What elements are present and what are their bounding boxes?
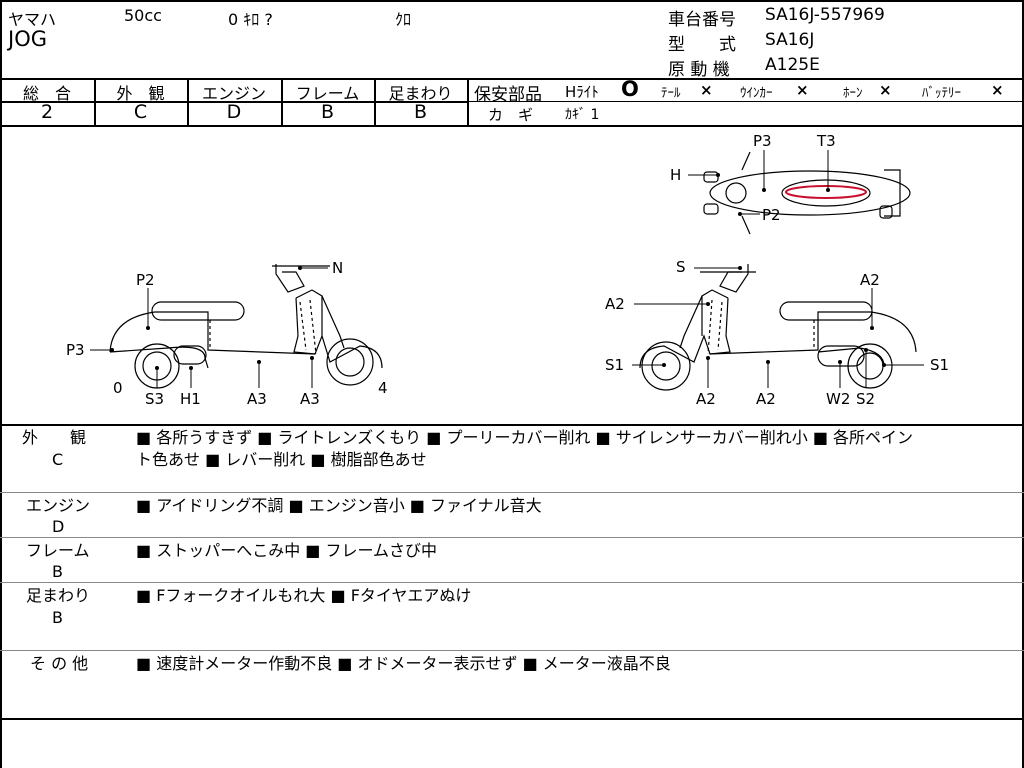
frame-grade: B [320, 101, 335, 123]
grade-table-mid [0, 101, 468, 103]
displacement: 50cc [124, 6, 162, 25]
note-frame-text: ■ ストッパーへこみ中 ■ フレームさび中 [136, 541, 438, 560]
mileage: 0 ｷﾛ ? [228, 10, 273, 29]
frame-number-label: 車台番号 [668, 10, 736, 30]
grade-table-top [0, 78, 1024, 80]
note-exterior-grade: C [52, 450, 64, 469]
exterior-label: 外 観 [116, 84, 165, 103]
border-left [0, 0, 2, 768]
label-a3-1: A3 [247, 390, 267, 408]
label-w2: W2 [826, 390, 850, 408]
overall-label: 総 合 [22, 84, 71, 103]
exterior-grade: C [133, 101, 148, 123]
scooter-left-view [109, 264, 383, 389]
label-s1-left: S1 [605, 356, 624, 374]
grade-table-bottom [0, 125, 1024, 127]
notes-divider-2 [0, 537, 1024, 538]
color: ｸﾛ [395, 10, 412, 29]
key-label: カ ギ [488, 106, 534, 124]
battery-label: ﾊﾞｯﾃﾘｰ [922, 86, 961, 101]
engine-grade: D [226, 101, 242, 123]
note-engine-grade: D [52, 517, 65, 536]
tail-label: ﾃｰﾙ [661, 86, 681, 101]
frame-number: SA16J-557969 [765, 5, 885, 25]
notes-top [0, 424, 1024, 426]
headlight-mark: O [621, 77, 639, 101]
horn-mark: × [879, 81, 892, 99]
horn-label: ﾎｰﾝ [843, 86, 863, 101]
note-exterior-label: 外 観 [22, 428, 87, 447]
label-t3: T3 [816, 132, 836, 150]
note-suspension-label: 足まわり [26, 586, 91, 605]
label-s2: S2 [856, 390, 875, 408]
damage-diagram: N P2 P3 0 S3 H1 A3 A3 4 S A2 A2 S1 S1 A2… [66, 132, 949, 408]
border-right [1022, 0, 1024, 768]
note-exterior-text-cont: ト色あせ ■ レバー削れ ■ 樹脂部色あせ [136, 450, 427, 469]
winker-mark: × [796, 81, 809, 99]
note-engine-label: エンジン [26, 496, 91, 515]
note-frame-grade: B [52, 562, 63, 581]
grade-divider-4 [374, 78, 376, 126]
model-name: JOG [8, 27, 47, 51]
label-a2-top: A2 [860, 271, 880, 289]
note-suspension-text: ■ Fフォークオイルもれ大 ■ Fタイヤエアぬけ [136, 586, 472, 605]
grade-divider-3 [281, 78, 283, 126]
label-a2-left: A2 [605, 295, 625, 313]
label-a2-bottom-1: A2 [696, 390, 716, 408]
tail-mark: × [700, 81, 713, 99]
type-value: SA16J [765, 30, 815, 50]
note-other-label: そ の 他 [30, 654, 89, 673]
engine-model-label: 原 動 機 [668, 60, 730, 80]
label-p2-top: P2 [762, 206, 781, 224]
grade-divider-2 [187, 78, 189, 126]
label-p2-left: P2 [136, 271, 155, 289]
note-engine-text: ■ アイドリング不調 ■ エンジン音小 ■ ファイナル音大 [136, 496, 542, 515]
border-top [0, 0, 1024, 2]
label-s1-right: S1 [930, 356, 949, 374]
grade-divider-5 [467, 78, 469, 126]
battery-mark: × [991, 81, 1004, 99]
notes-divider-3 [0, 582, 1024, 583]
notes-divider-5 [0, 718, 1024, 720]
label-p3-left: P3 [66, 341, 85, 359]
maker: ヤマハ [8, 10, 57, 29]
safety-row-divider [468, 101, 1024, 102]
type-label: 型 式 [668, 35, 736, 55]
label-p3-top: P3 [753, 132, 772, 150]
key-value: ｶｷﾞ 1 [565, 107, 600, 123]
suspension-label: 足まわり [388, 84, 453, 103]
label-a2-bottom-2: A2 [756, 390, 776, 408]
label-n: N [332, 259, 343, 277]
engine-label: エンジン [201, 84, 266, 103]
frame-label: フレーム [295, 84, 360, 103]
grade-divider-1 [94, 78, 96, 126]
note-exterior-text: ■ 各所うすきず ■ ライトレンズくもり ■ プーリーカバー削れ ■ サイレンサ… [136, 428, 914, 447]
label-s: S [676, 258, 686, 276]
note-other-text: ■ 速度計メーター作動不良 ■ オドメーター表示せず ■ メーター液晶不良 [136, 654, 671, 673]
label-zero: 0 [113, 379, 123, 397]
label-s3: S3 [145, 390, 164, 408]
label-a3-2: A3 [300, 390, 320, 408]
safety-parts-label: 保安部品 [474, 85, 542, 105]
label-h1: H1 [180, 390, 201, 408]
winker-label: ｳｲﾝｶｰ [740, 86, 773, 101]
note-suspension-grade: B [52, 608, 63, 627]
overall-grade: 2 [40, 101, 54, 123]
scooter-top-view [703, 151, 911, 235]
headlight-label: Hﾗｲﾄ [565, 83, 599, 101]
engine-model: A125E [765, 55, 820, 75]
damage-mark-seat [785, 185, 867, 199]
notes-divider-1 [0, 492, 1024, 493]
suspension-grade: B [413, 101, 428, 123]
note-frame-label: フレーム [26, 541, 90, 560]
label-four: 4 [378, 379, 388, 397]
notes-divider-4 [0, 650, 1024, 651]
label-h: H [670, 166, 681, 184]
